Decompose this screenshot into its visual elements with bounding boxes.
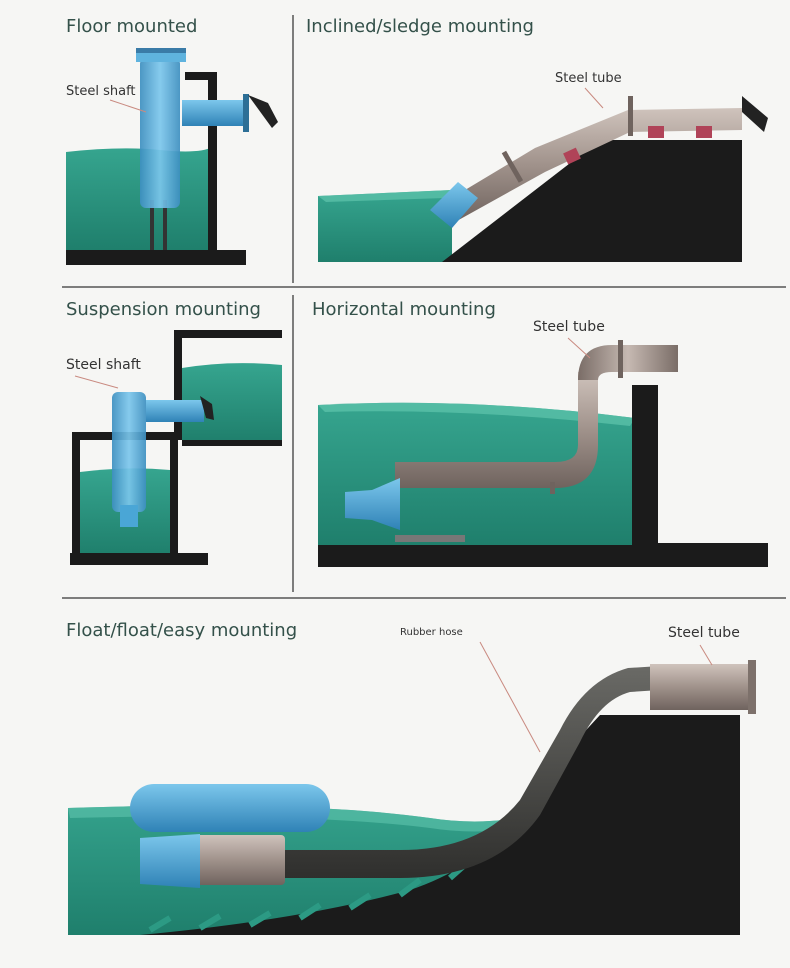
floor-mounted-title: Floor mounted	[66, 16, 198, 37]
floor-label-leader	[109, 99, 147, 113]
float-hose-label-leader	[479, 641, 541, 753]
float-rubber-hose-label: Rubber hose	[400, 627, 463, 638]
float-mounting-illustration	[68, 660, 756, 935]
inclined-steel-tube-label: Steel tube	[555, 71, 622, 86]
floor-steel-shaft-label: Steel shaft	[66, 84, 136, 99]
horizontal-mounting-illustration	[318, 340, 768, 567]
inclined-label-leader	[584, 87, 604, 109]
suspension-steel-shaft-label: Steel shaft	[66, 357, 141, 373]
horizontal-mounting-title: Horizontal mounting	[312, 299, 496, 320]
floor-mounted-illustration	[66, 48, 278, 265]
float-steel-tube-label: Steel tube	[668, 625, 740, 641]
float-mounting-title: Float/float/easy mounting	[66, 620, 298, 641]
suspension-label-leader	[74, 375, 119, 389]
inclined-mounting-illustration	[318, 96, 768, 262]
float-tube-label-leader	[699, 644, 713, 666]
suspension-mounting-title: Suspension mounting	[66, 299, 261, 320]
suspension-mounting-illustration	[70, 330, 282, 565]
horizontal-steel-tube-label: Steel tube	[533, 319, 605, 335]
horizontal-label-leader	[567, 337, 591, 359]
inclined-mounting-title: Inclined/sledge mounting	[306, 16, 534, 37]
